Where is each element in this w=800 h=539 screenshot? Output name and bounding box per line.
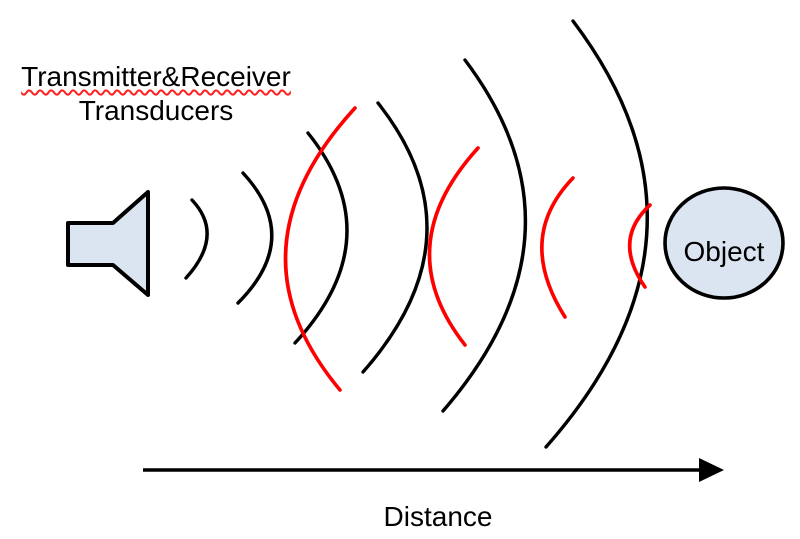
reflected-wave-arcs [283, 106, 652, 392]
outgoing-wave-arc [236, 171, 274, 305]
transducer-title: Transmitter&Receiver Transducers [18, 60, 294, 128]
outgoing-wave-arc [441, 58, 528, 413]
reflected-wave-arc [283, 106, 357, 392]
distance-arrowhead-icon [699, 458, 724, 482]
title-line-2: Transducers [78, 95, 234, 126]
outgoing-wave-arc [293, 131, 349, 345]
title-line-1: Transmitter&Receiver [21, 61, 291, 92]
speaker-icon [66, 190, 150, 297]
object-label: Object [684, 236, 765, 267]
reflected-wave-arc [427, 146, 480, 347]
object-circle [663, 186, 785, 300]
distance-arrow [143, 458, 724, 482]
reflected-wave-arc [540, 176, 575, 319]
outgoing-wave-arc [361, 101, 429, 374]
outgoing-wave-arc [544, 19, 649, 449]
reflected-wave-arc [627, 203, 652, 289]
object-node: Object [663, 186, 785, 300]
outgoing-wave-arc [184, 198, 209, 280]
distance-label: Distance [383, 501, 493, 532]
outgoing-wave-arcs [184, 19, 649, 449]
